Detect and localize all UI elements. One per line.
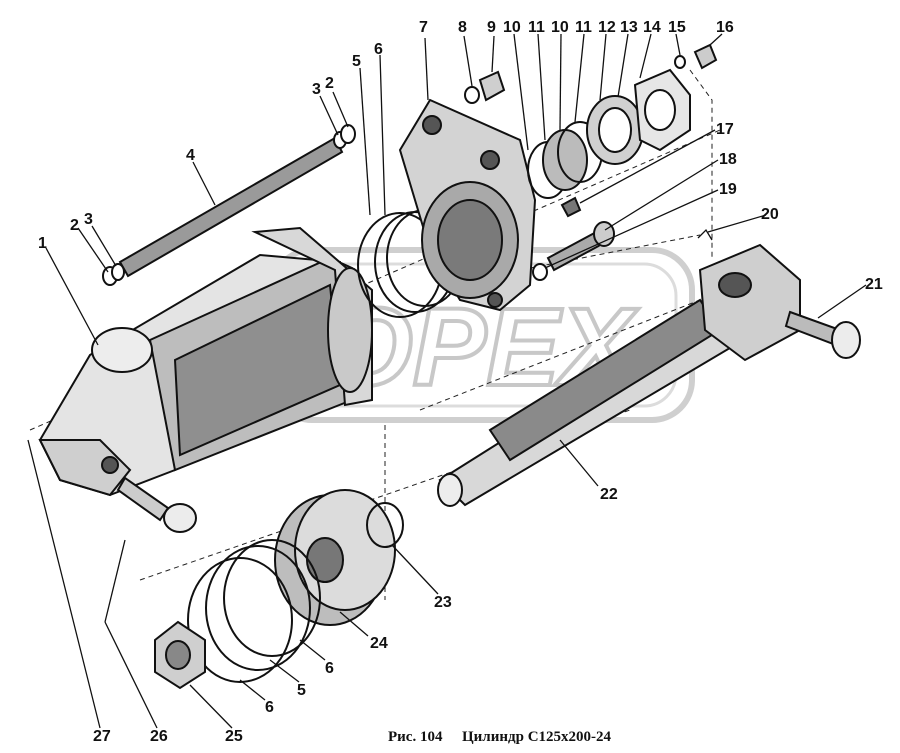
callout-6: 6 (325, 660, 334, 677)
callout-21: 21 (865, 276, 883, 293)
callout-10: 10 (551, 19, 569, 36)
callout-13: 13 (620, 19, 638, 36)
callout-15: 15 (668, 19, 686, 36)
callout-25: 25 (225, 728, 243, 745)
callout-8: 8 (458, 19, 467, 36)
callout-18: 18 (719, 151, 737, 168)
callout-5: 5 (297, 682, 306, 699)
callout-26: 26 (150, 728, 168, 745)
fitting-elbow (674, 43, 718, 70)
callout-6: 6 (374, 41, 383, 58)
figure-caption: Рис. 104 Цилиндр С125х200-24 (388, 729, 612, 745)
piston-nut (154, 620, 206, 690)
callout-7: 7 (419, 19, 428, 36)
callout-22: 22 (600, 486, 618, 503)
callout-19: 19 (719, 181, 737, 198)
callout-3: 3 (84, 211, 93, 228)
callout-10: 10 (503, 19, 521, 36)
piston (274, 489, 404, 626)
callout-24: 24 (370, 635, 388, 652)
callout-6: 6 (265, 699, 274, 716)
callout-16: 16 (716, 19, 734, 36)
seal-rings-lower (187, 539, 321, 683)
callout-5: 5 (352, 53, 361, 70)
small-nut (560, 196, 582, 218)
callout-12: 12 (598, 19, 616, 36)
callout-1: 1 (38, 235, 47, 252)
callout-20: 20 (761, 206, 779, 223)
tie-rod (102, 124, 356, 286)
callout-17: 17 (716, 121, 734, 138)
callout-14: 14 (643, 19, 661, 36)
callout-27: 27 (93, 728, 111, 745)
callout-9: 9 (487, 19, 496, 36)
leader-lines (27, 33, 867, 729)
figure-title: Цилиндр С125х200-24 (462, 729, 612, 745)
callout-3: 3 (312, 81, 321, 98)
cylinder-body (38, 226, 373, 497)
callout-11: 11 (528, 19, 545, 36)
rod-seals (527, 68, 691, 199)
callout-2: 2 (325, 75, 334, 92)
callout-4: 4 (186, 147, 195, 164)
callout-labels: 1 2 3 4 3 2 5 6 7 8 9 10 11 10 11 12 13 … (38, 19, 883, 745)
fitting (464, 70, 506, 104)
figure-number: Рис. 104 (388, 729, 443, 745)
pin-bolt (116, 476, 197, 533)
rod-clevis (697, 228, 861, 362)
callout-11: 11 (575, 19, 592, 36)
callout-2: 2 (70, 217, 79, 234)
cylinder-head (398, 98, 537, 312)
callout-23: 23 (434, 594, 452, 611)
piston-rod (437, 298, 737, 507)
